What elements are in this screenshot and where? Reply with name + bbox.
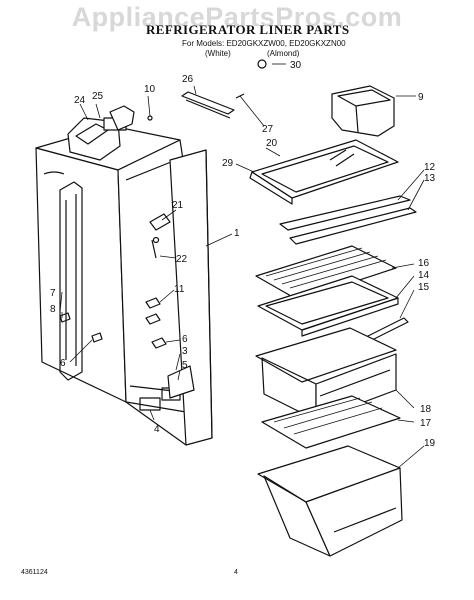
model-numbers: For Models: ED20GKXZW00, ED20GKXZN00 <box>182 39 346 48</box>
bracket-parts <box>59 213 195 399</box>
watermark-text: AppliancePartsPros.com <box>71 2 403 32</box>
callout-8: 6 <box>60 358 66 369</box>
callout-26: 26 <box>182 74 194 85</box>
crisper-cover <box>261 395 401 449</box>
callout-9: 6 <box>182 334 188 345</box>
callout-21: 20 <box>266 138 278 149</box>
callout-5: 5 <box>182 360 188 371</box>
shelf-rails-upper <box>279 195 417 245</box>
color-white-label: (White) <box>205 49 231 58</box>
callout-16: 15 <box>418 282 430 293</box>
page-number: 4 <box>234 569 238 576</box>
glass-shelf <box>249 139 399 205</box>
diagram-title: REFRIGERATOR LINER PARTS <box>146 22 350 37</box>
callout-4: 4 <box>154 424 160 435</box>
callout-14: 13 <box>424 173 436 184</box>
screw-icon <box>257 59 267 69</box>
callout-24: 24 <box>74 95 86 106</box>
callout-10: 9 <box>418 92 424 103</box>
callout-29: 29 <box>222 158 234 169</box>
callout-15: 14 <box>418 270 430 281</box>
callout-labels: 24 25 10 26 27 30 9 20 29 12 13 21 1 22 … <box>50 60 436 449</box>
bin-10 <box>331 85 395 137</box>
crisper-pan-lower <box>257 445 403 557</box>
callout-12: 11 <box>174 284 185 295</box>
callout-30: 30 <box>290 60 302 71</box>
fan-shroud <box>67 105 135 161</box>
document-number: 4361124 <box>21 569 48 576</box>
top-rail <box>147 91 245 121</box>
wire-shelf <box>255 245 397 301</box>
callout-13: 12 <box>424 162 436 173</box>
callout-6: 7 <box>50 288 56 299</box>
callout-22: 21 <box>172 200 184 211</box>
callout-23: 22 <box>176 254 188 265</box>
callout-11: 10 <box>144 84 156 95</box>
callout-19: 18 <box>420 404 432 415</box>
callout-20: 19 <box>424 438 436 449</box>
callout-18: 17 <box>420 418 432 429</box>
callout-17: 16 <box>418 258 430 269</box>
callout-25: 25 <box>92 91 104 102</box>
leader-lines <box>59 63 425 469</box>
callout-1: 1 <box>234 228 240 239</box>
callout-3: 3 <box>182 346 188 357</box>
callout-7: 8 <box>50 304 56 315</box>
color-almond-label: (Almond) <box>267 49 300 58</box>
callout-27: 27 <box>262 124 274 135</box>
liner-cabinet <box>35 125 213 446</box>
